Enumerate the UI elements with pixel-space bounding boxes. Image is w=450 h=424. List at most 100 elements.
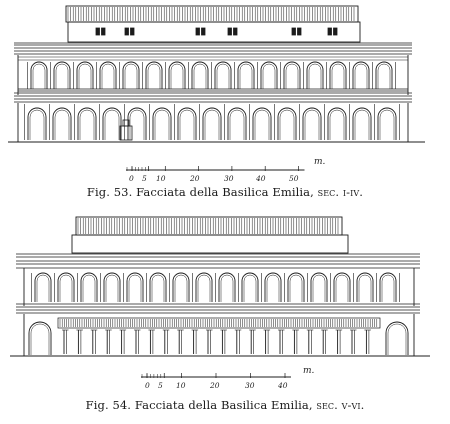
upper-arch-9 [241,272,259,302]
end-arch-left [28,321,52,355]
fig54-elevation [10,216,430,357]
lower-arch-3-inner [104,109,120,140]
window-pane [195,27,200,36]
upper-arch-5 [145,61,163,89]
upper-arch-13 [333,272,351,302]
attic-window-1 [124,27,135,36]
lower-arch-14-inner [379,109,395,140]
upper-arch-4-inner [124,63,138,89]
upper-arch-12-inner [312,274,326,302]
lower-arch-12-inner [329,109,345,140]
lower-arch-5 [152,107,172,140]
end-arch-left-inner [30,323,50,355]
upper-arch-2 [80,272,98,302]
upper-arch-15-inner [381,274,395,302]
upper-arch-11-inner [285,63,299,89]
fig53-caption: Fig. 53. Facciata della Basilica Emilia,… [0,185,450,199]
fig54-roof [75,216,343,236]
upper-arch-7 [191,61,209,89]
window-pane [327,27,332,36]
window-pane [201,27,206,36]
upper-arch-7-inner [193,63,207,89]
architrave-hatching [59,319,378,327]
upper-arch-0 [34,272,52,302]
fig53-scale-label-5: 5 [142,174,147,183]
upper-arch-5 [149,272,167,302]
lower-arch-11-inner [304,109,320,140]
fig54-scale-label-40: 40 [278,381,288,390]
upper-arch-13 [329,61,347,89]
upper-arch-12-inner [308,63,322,89]
lower-arch-0 [27,107,47,140]
fig53-attic [67,21,361,43]
upper-arch-1 [57,272,75,302]
attic-window-4 [291,27,302,36]
upper-arch-10 [260,61,278,89]
statue [122,119,130,127]
upper-arch-0-inner [32,63,46,89]
fig53-elevation [8,5,425,143]
upper-arch-8-inner [220,274,234,302]
fig53-scale-label-20: 20 [190,174,200,183]
upper-arch-7 [195,272,213,302]
roof-tiles [67,7,355,21]
roof-tiles [77,218,339,234]
lower-arch-7-inner [204,109,220,140]
upper-arch-15-inner [377,63,391,89]
upper-arch-3-inner [105,274,119,302]
architrave-band [57,317,381,329]
upper-arch-11 [283,61,301,89]
lower-arch-10-inner [279,109,295,140]
upper-arch-11 [287,272,305,302]
upper-arch-10 [264,272,282,302]
lower-arch-6-inner [179,109,195,140]
upper-arch-8 [214,61,232,89]
upper-arch-10-inner [266,274,280,302]
lower-arch-2 [77,107,97,140]
lower-arch-4-inner [129,109,145,140]
fig54-scale-label-30: 30 [245,381,255,390]
upper-arch-15 [375,61,393,89]
upper-arch-11-inner [289,274,303,302]
window-pane [297,27,302,36]
lower-arch-13-inner [354,109,370,140]
upper-arch-12 [306,61,324,89]
fig53-caption-title: Facciata della Basilica Emilia, [136,185,314,199]
window-pane [101,27,106,36]
lower-arch-5-inner [154,109,170,140]
window-pane [233,27,238,36]
lower-arch-11 [302,107,322,140]
fig53-scale-label-40: 40 [256,174,266,183]
upper-arch-0 [30,61,48,89]
fig54-caption: Fig. 54. Facciata della Basilica Emilia,… [0,398,450,412]
upper-arch-9-inner [243,274,257,302]
upper-arch-2 [76,61,94,89]
fig54-caption-prefix: Fig. 54. [85,398,132,412]
upper-arch-14 [356,272,374,302]
window-pane [95,27,100,36]
window-pane [130,27,135,36]
lower-arch-1-inner [54,109,70,140]
lower-arch-1 [52,107,72,140]
fig53-scale-label-0: 0 [129,174,134,183]
upper-arch-1-inner [59,274,73,302]
fig54-scale-bar [141,373,291,378]
fig53-lower-arcade [17,103,409,142]
upper-arch-9-inner [239,63,253,89]
upper-arch-14-inner [358,274,372,302]
lower-arch-8-inner [229,109,245,140]
upper-arch-10-inner [262,63,276,89]
fig54-scale-unit: m. [303,366,315,376]
lower-arch-9-inner [254,109,270,140]
fig53-scale-label-50: 50 [289,174,299,183]
lower-arch-7 [202,107,222,140]
upper-arch-4 [126,272,144,302]
upper-arch-1-inner [55,63,69,89]
fig54-scale-label-20: 20 [210,381,220,390]
lower-arch-10 [277,107,297,140]
fig53-scale-bar [126,166,305,171]
fig54-upper-arcade [23,268,415,306]
attic-window-0 [95,27,106,36]
fig54-scale-label-0: 0 [145,381,150,390]
